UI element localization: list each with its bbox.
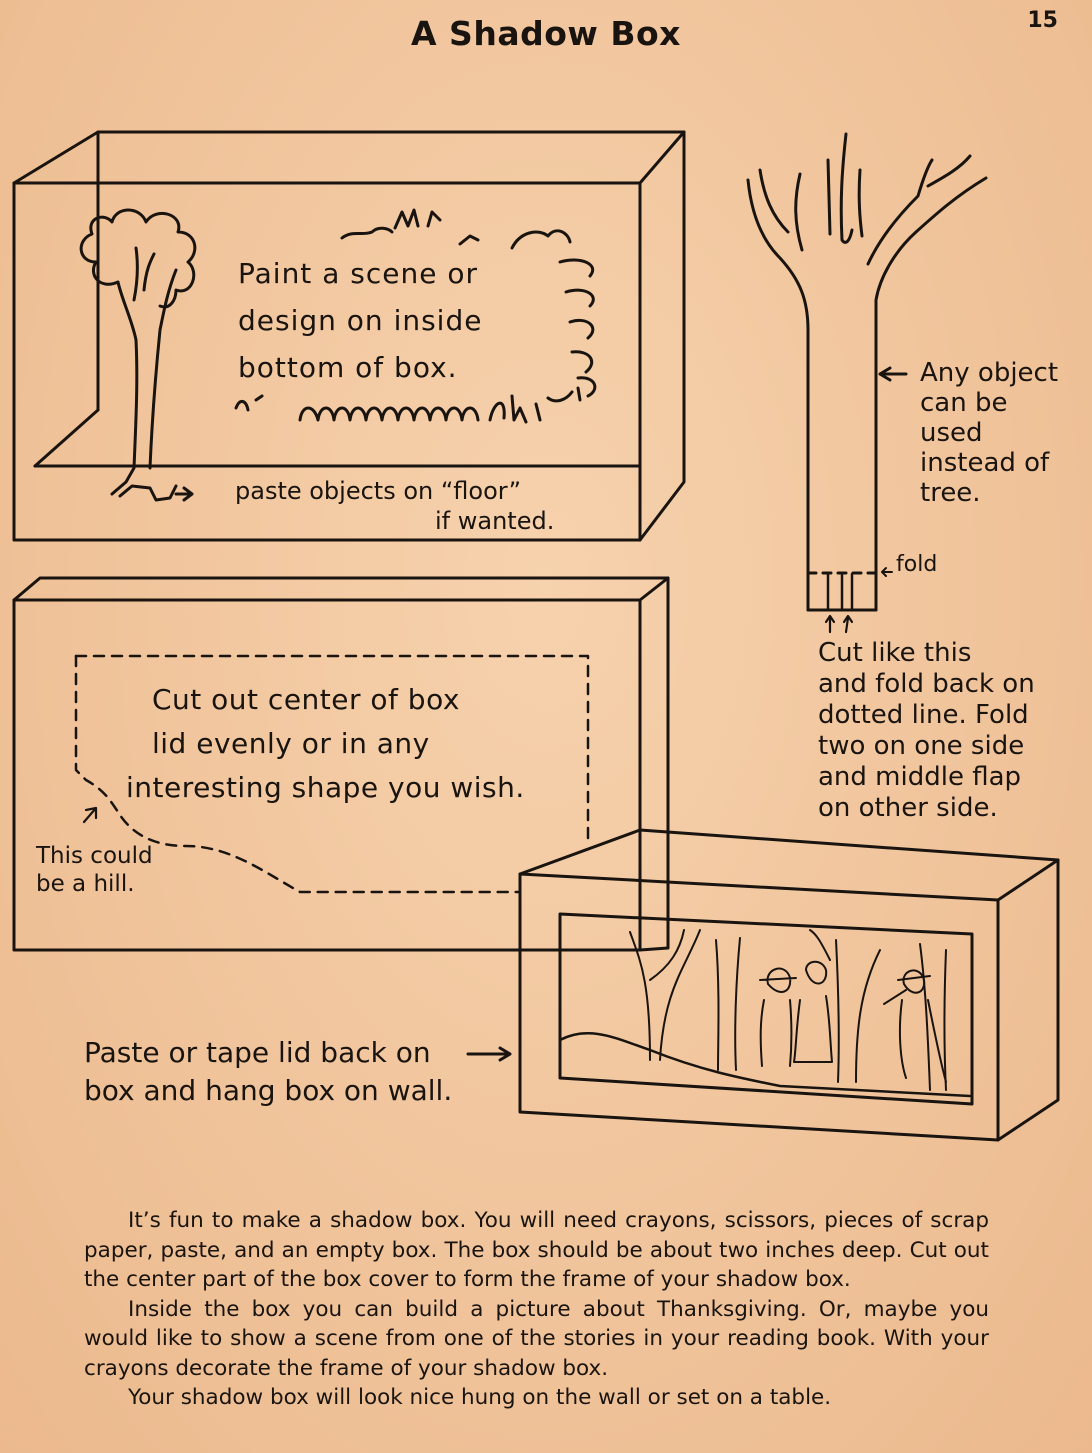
cut-lid-instruction: Cut out center of box lid evenly or in a… xyxy=(126,678,525,810)
instruction-line: interesting shape you wish. xyxy=(126,771,525,804)
note-line: be a hill. xyxy=(36,871,135,897)
note-line: Cut like this xyxy=(818,638,972,668)
note-line: on other side. xyxy=(818,793,998,823)
note-line: two on one side xyxy=(818,731,1025,761)
note-line: dotted line. Fold xyxy=(818,700,1029,730)
note-line: paste objects on “floor” xyxy=(235,477,522,505)
page-number: 15 xyxy=(1027,8,1058,33)
note-line: Any object xyxy=(920,358,1059,388)
instruction-line: Cut out center of box xyxy=(152,683,460,716)
note-line: used xyxy=(920,418,983,448)
body-text: It’s fun to make a shadow box. You will … xyxy=(84,1206,989,1413)
open-box-drawing xyxy=(12,130,686,542)
note-line: box and hang box on wall. xyxy=(84,1074,453,1107)
note-line: Paste or tape lid back on xyxy=(84,1036,431,1069)
note-line: This could xyxy=(36,843,153,869)
note-line: instead of xyxy=(920,448,1050,478)
cut-tree-drawing xyxy=(746,132,988,634)
page-title: A Shadow Box xyxy=(411,14,681,53)
forest-scene-icon xyxy=(629,929,947,1091)
hill-note: This could be a hill. xyxy=(36,842,153,898)
tree-icon xyxy=(79,208,197,502)
box-lid-drawing xyxy=(12,576,670,952)
cut-instruction-note: Cut like this and fold back on dotted li… xyxy=(818,638,1035,824)
note-line: if wanted. xyxy=(435,507,555,535)
floor-note: paste objects on “floor” if wanted. xyxy=(235,476,554,536)
body-paragraph: It’s fun to make a shadow box. You will … xyxy=(84,1208,989,1292)
note-line: and fold back on xyxy=(818,669,1035,699)
hang-box-note: Paste or tape lid back on box and hang b… xyxy=(84,1034,452,1110)
paint-scene-instruction: Paint a scene or design on inside bottom… xyxy=(238,250,482,391)
body-paragraph: Inside the box you can build a picture a… xyxy=(84,1296,989,1381)
instruction-line: design on inside xyxy=(238,304,483,337)
instruction-line: bottom of box. xyxy=(238,351,458,384)
finished-shadow-box-drawing xyxy=(466,828,1060,1142)
instruction-line: lid evenly or in any xyxy=(152,727,430,760)
body-paragraph: Your shadow box will look nice hung on t… xyxy=(128,1385,832,1410)
note-line: can be xyxy=(920,388,1008,418)
fold-label: fold xyxy=(896,552,938,577)
note-line: and middle flap xyxy=(818,762,1022,792)
pilgrim-figures-icon xyxy=(759,960,947,1083)
instruction-line: Paint a scene or xyxy=(238,257,478,290)
any-object-note: Any object can be used instead of tree. xyxy=(920,358,1058,508)
note-line: tree. xyxy=(920,478,981,508)
